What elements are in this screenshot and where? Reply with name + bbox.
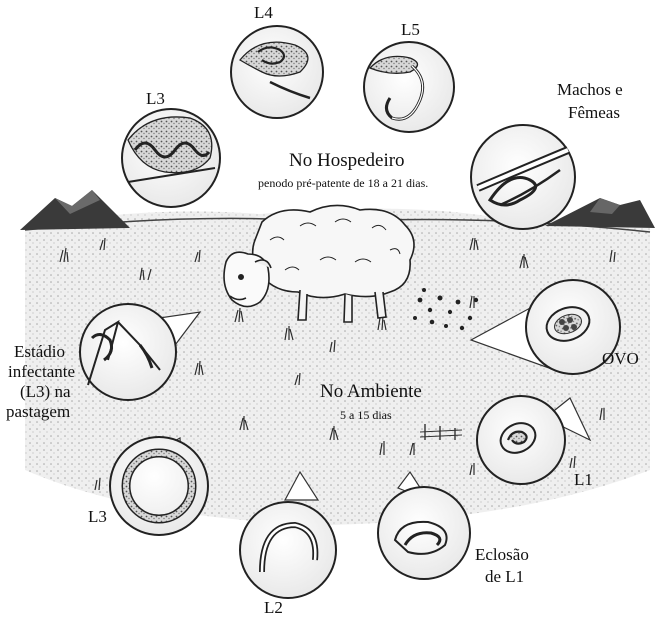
host-title: No Hospedeiro	[289, 151, 405, 171]
label-adults-line1: Machos e	[557, 80, 623, 100]
label-l2: L2	[264, 598, 283, 618]
lens-infective-l3	[80, 304, 176, 400]
lens-l1	[477, 396, 565, 484]
mountain-left	[20, 190, 130, 230]
label-l3-env: L3	[88, 507, 107, 527]
environment-title: No Ambiente	[320, 382, 422, 402]
label-l1: L1	[574, 470, 593, 490]
label-adults-line2: Fêmeas	[568, 103, 620, 123]
label-hatch-line2: de L1	[485, 567, 524, 587]
lens-adults	[471, 125, 575, 229]
environment-subtitle: 5 a 15 dias	[340, 408, 392, 422]
label-infective-line4: pastagem	[6, 402, 70, 422]
lens-l2	[240, 502, 336, 598]
label-hatch-line1: Eclosão	[475, 545, 529, 565]
lens-l3-host	[122, 109, 220, 207]
lens-l5	[364, 42, 454, 132]
label-infective-line3: (L3) na	[20, 382, 71, 402]
host-subtitle: penodo pré-patente de 18 a 21 dias.	[258, 176, 428, 190]
label-l4: L4	[254, 3, 273, 23]
lens-l3-env	[110, 437, 208, 535]
label-ovo: OVO	[602, 349, 639, 369]
label-infective-line2: infectante	[8, 362, 75, 382]
label-l3-host: L3	[146, 89, 165, 109]
label-infective-line1: Estádio	[14, 342, 65, 362]
lens-l4	[231, 26, 323, 118]
lens-hatching	[378, 487, 470, 579]
label-l5: L5	[401, 20, 420, 40]
